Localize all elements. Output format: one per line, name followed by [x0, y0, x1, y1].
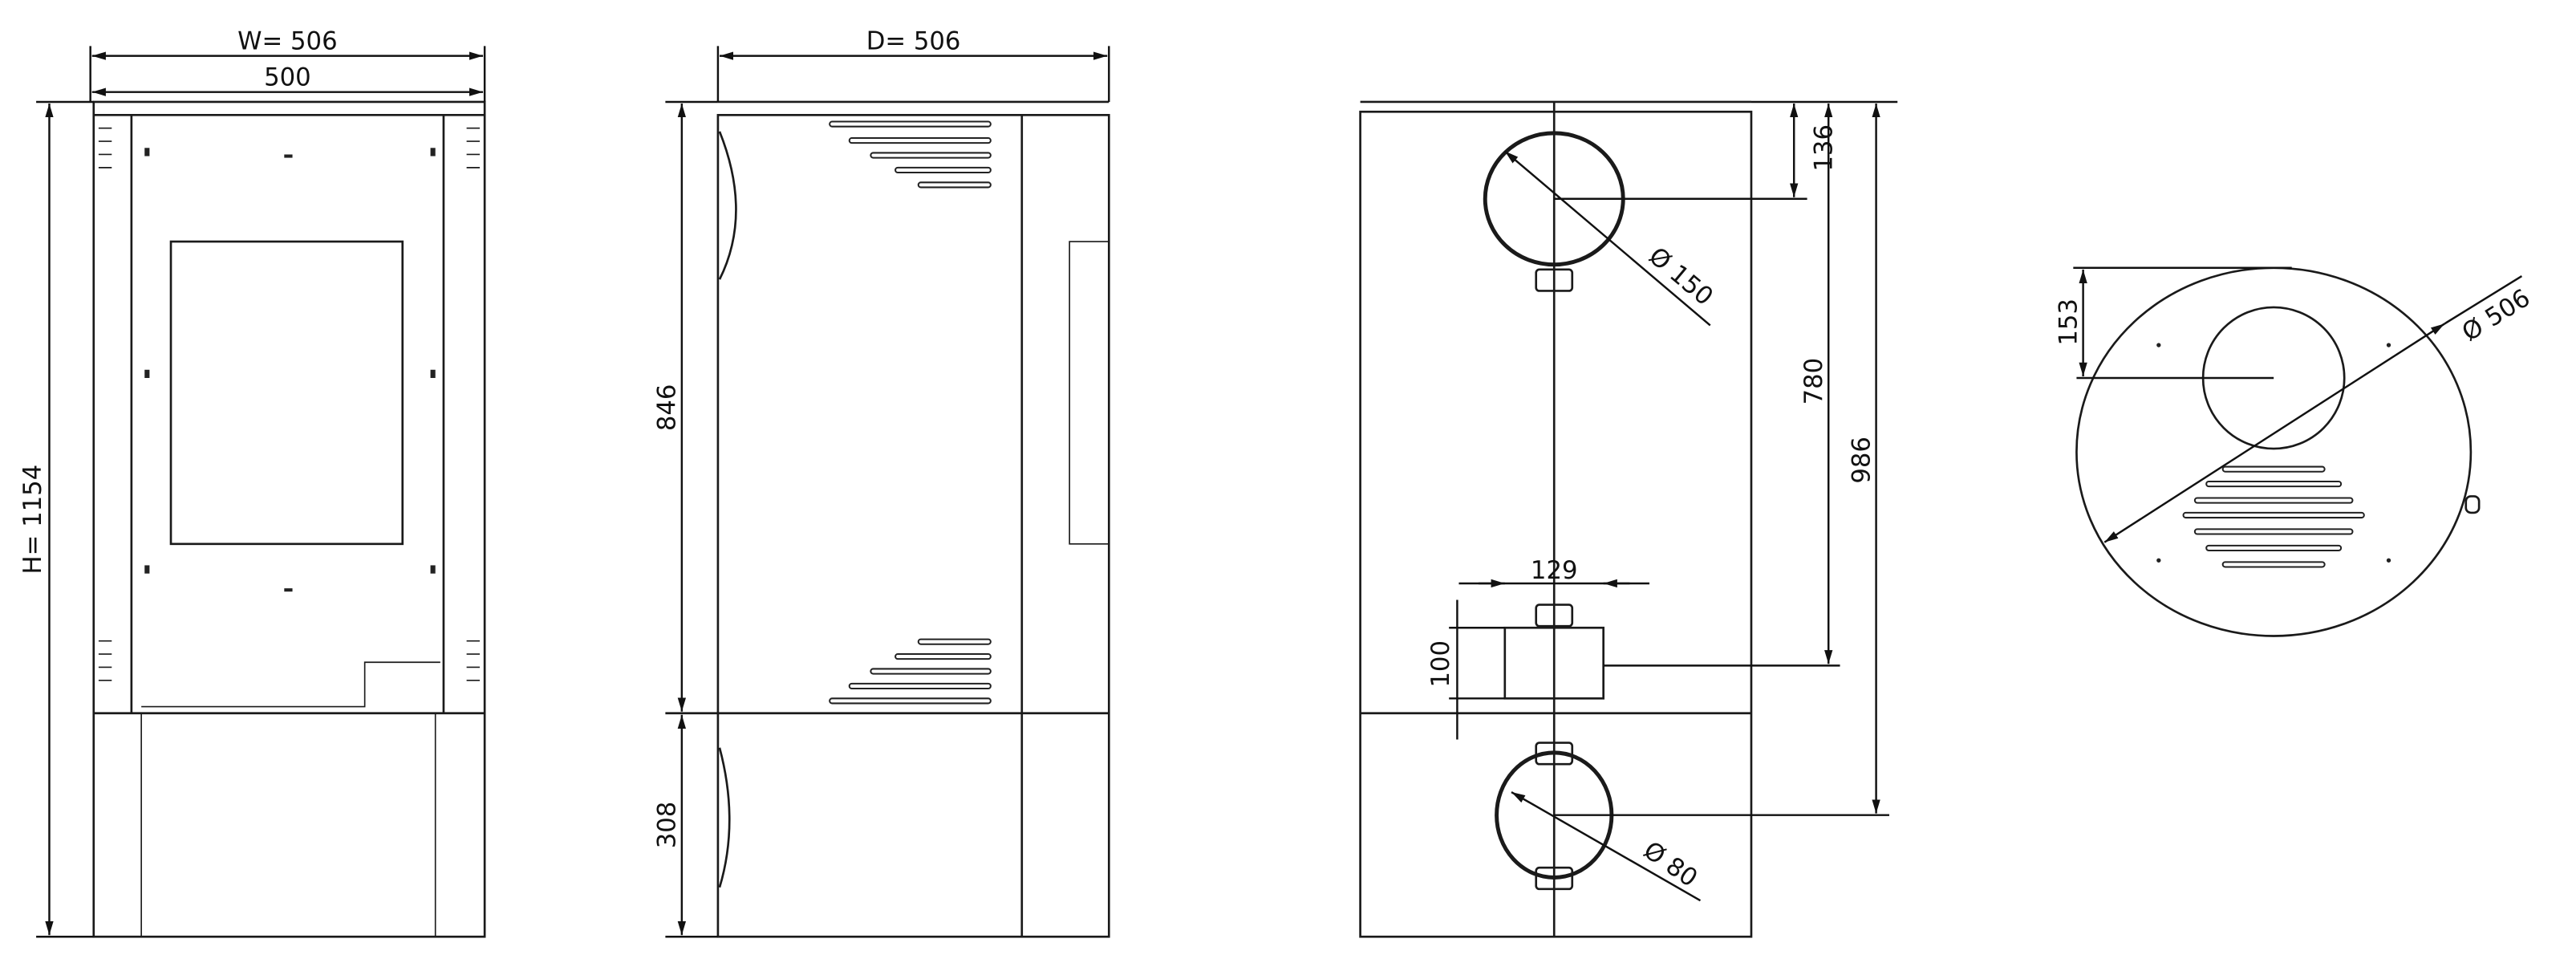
rear-outer-casing — [1359, 110, 1753, 938]
top-outline — [2075, 266, 2473, 637]
flue-offset-label: 136 — [1809, 124, 1838, 172]
rear-view: Ø 150 129 100 Ø 80 136 780 986 — [1359, 100, 1898, 938]
front-outer-casing — [92, 100, 486, 938]
air-inlet-width-label: 129 — [1531, 556, 1578, 585]
air-inlet-height-label: 100 — [1426, 640, 1455, 688]
side-view: D= 506 846 308 — [653, 26, 1110, 938]
upper-height-label: 846 — [653, 384, 682, 432]
lower-outlet-height-label: 986 — [1847, 437, 1876, 484]
vent-slots-upper — [829, 120, 992, 189]
base-height-label: 308 — [653, 802, 682, 849]
air-inlet-box — [1503, 626, 1605, 700]
front-view: W= 506 500 H= 1154 — [18, 26, 486, 938]
top-view: 153 Ø 506 — [2054, 266, 2535, 637]
side-outer-casing — [716, 114, 1110, 938]
side-vents — [98, 127, 480, 681]
depth-label: D= 506 — [866, 26, 961, 55]
width-label: W= 506 — [237, 26, 337, 55]
top-flue-offset-label: 153 — [2054, 299, 2083, 346]
air-inlet-height-pos-label: 780 — [1799, 358, 1828, 405]
fixing-holes — [144, 148, 436, 592]
height-label: H= 1154 — [18, 465, 47, 575]
vent-slots-lower — [829, 638, 992, 705]
top-vent-slots — [2182, 465, 2365, 568]
inner-width-label: 500 — [264, 63, 311, 91]
door-window — [169, 240, 404, 546]
